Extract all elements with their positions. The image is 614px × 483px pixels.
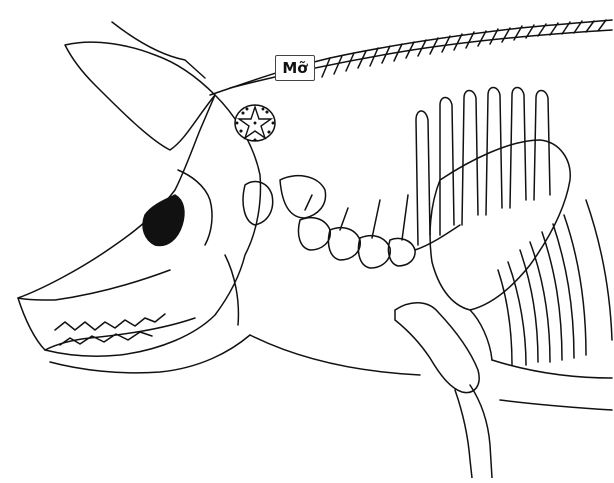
lower-teeth: [60, 332, 152, 345]
upper-teeth: [55, 314, 165, 330]
head-outline: [18, 95, 260, 356]
humerus: [395, 303, 479, 393]
back-hatching: [322, 20, 606, 77]
cervical-vertebrae: [243, 176, 415, 268]
jaw-line: [50, 335, 250, 373]
spinous-processes: [416, 88, 550, 246]
spine-line: [415, 225, 460, 250]
snout-lower: [45, 318, 195, 350]
snout-upper: [18, 270, 170, 300]
label-box: Mỡ: [275, 55, 315, 81]
chest-line: [492, 360, 612, 378]
label-text: Mỡ: [282, 59, 307, 77]
star-in-circle-icon: [233, 103, 277, 143]
belly-line: [250, 335, 420, 375]
ribs: [470, 200, 612, 365]
ear-outline: [65, 42, 215, 150]
ear-tip: [112, 22, 205, 78]
foreleg-ulna: [455, 390, 472, 478]
eye-socket: [143, 195, 184, 246]
lower-body-line: [500, 400, 612, 410]
foreleg-radius: [470, 385, 492, 478]
